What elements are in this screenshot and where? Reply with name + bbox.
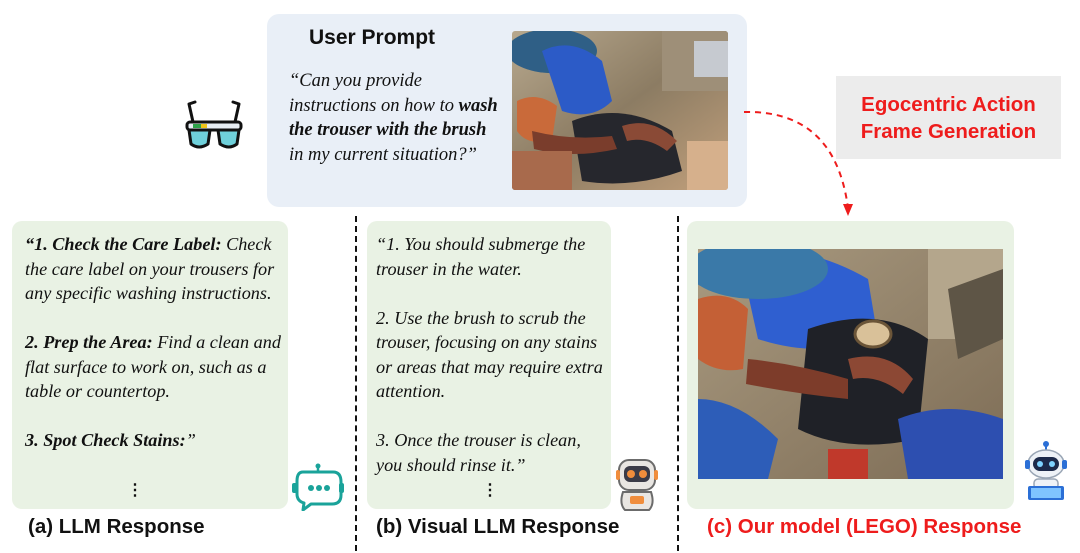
ego-label-line-2: Frame Generation — [860, 120, 1037, 143]
prompt-text-bold: wash the trouser with the brush — [289, 95, 498, 141]
vllm-step-3: 3. Once the trouser is clean, you should… — [376, 430, 581, 475]
caption-lego: (c) Our model (LEGO) Response — [707, 515, 1022, 538]
caption-llm: (a) LLM Response — [28, 515, 205, 538]
caption-visual-llm: (b) Visual LLM Response — [376, 515, 620, 538]
visual-llm-response-panel: “1. You should submerge the trouser in t… — [367, 221, 611, 509]
visual-robot-icon — [615, 456, 659, 512]
vllm-step-2: 2. Use the brush to scrub the trouser, f… — [376, 307, 603, 402]
llm-response-panel: “1. Check the Care Label: Check the care… — [12, 221, 288, 509]
llm-step-1: “1. Check the Care Label: Check the care… — [25, 232, 285, 306]
egocentric-action-box: Egocentric Action Frame Generation — [836, 76, 1061, 159]
lego-robot-icon — [1022, 440, 1070, 502]
vllm-step-1: “1. You should submerge the trouser in t… — [376, 234, 586, 279]
visual-llm-response-text: “1. You should submerge the trouser in t… — [376, 232, 606, 477]
dashed-arrow — [743, 110, 853, 216]
separator-left — [355, 216, 357, 551]
separator-right — [677, 216, 679, 551]
vllm-ellipsis: ⋮ — [482, 482, 498, 499]
llm-step-3: 3. Spot Check Stains:” — [25, 428, 285, 453]
chatbot-icon — [291, 463, 345, 512]
llm-step-2: 2. Prep the Area: Find a clean and flat … — [25, 330, 285, 404]
generated-action-frame — [698, 249, 1003, 479]
llm-step-1-label: “1. Check the Care Label: — [25, 234, 222, 254]
egocentric-action-label: Egocentric Action Frame Generation — [836, 91, 1061, 145]
egocentric-input-photo — [512, 31, 728, 190]
llm-step-2-label: 2. Prep the Area: — [25, 332, 153, 352]
llm-step-3-tail: ” — [185, 430, 196, 450]
ego-label-line-1: Egocentric Action — [861, 93, 1036, 116]
llm-step-2-text: Find a clean and flat surface to work on… — [25, 332, 281, 401]
user-prompt-panel: User Prompt “Can you provide instruction… — [267, 14, 747, 207]
prompt-title: User Prompt — [309, 26, 436, 49]
prompt-text-start: “Can you provide instructions on how to — [289, 71, 459, 116]
smart-glasses-icon — [183, 96, 245, 156]
llm-response-text: “1. Check the Care Label: Check the care… — [25, 232, 285, 453]
llm-ellipsis: ⋮ — [127, 482, 143, 499]
llm-step-3-label: 3. Spot Check Stains: — [25, 430, 186, 450]
llm-step-1-text: Check the care label on your trousers fo… — [25, 234, 275, 303]
prompt-text-end: in my current situation?” — [289, 144, 477, 165]
prompt-text: “Can you provide instructions on how to … — [289, 69, 501, 167]
